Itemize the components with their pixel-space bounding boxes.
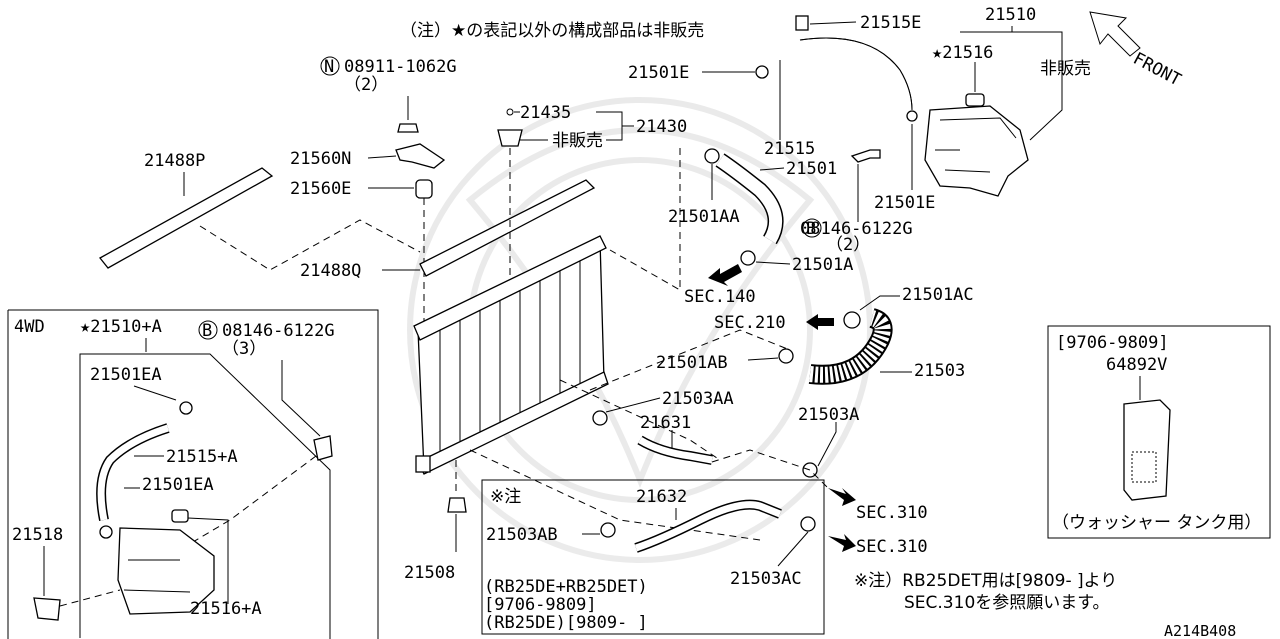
label-08911-qty: （2） xyxy=(344,75,388,95)
label-21501EA-1: 21501EA xyxy=(90,365,162,385)
label-21435: 21435 xyxy=(520,103,571,123)
washer-period: [9706-9809] xyxy=(1056,333,1169,353)
cap-21516A xyxy=(171,509,189,523)
sec310-arrow-a-icon xyxy=(828,488,856,506)
label-21501AC: 21501AC xyxy=(902,285,974,305)
clamp-21503AB xyxy=(600,522,616,538)
seal-21488Q xyxy=(419,179,596,277)
label-21631: 21631 xyxy=(640,413,691,433)
label-sec310-a: SEC.310 xyxy=(856,503,928,523)
mount-21560E xyxy=(415,179,433,199)
note-box xyxy=(481,479,825,635)
front-label: FRONT xyxy=(1130,49,1185,91)
label-21501: 21501 xyxy=(786,159,837,179)
label-21488Q: 21488Q xyxy=(300,261,361,281)
seal-21488P xyxy=(99,167,274,269)
label-08911: 08911-1062G xyxy=(344,57,457,77)
label-08146-top-qty: （2） xyxy=(826,235,870,255)
bolt-08146-top xyxy=(850,149,881,163)
header-note: （注）★の表記以外の構成部品は非販売 xyxy=(400,21,704,41)
clamp-21501AC xyxy=(843,311,861,329)
label-sec310-b: SEC.310 xyxy=(856,537,928,557)
radiator-core xyxy=(413,235,609,475)
note-line-3: (RB25DE)[9809- ] xyxy=(484,613,648,633)
sec210-arrow-icon xyxy=(806,314,834,330)
label-08146-4wd: 08146-6122G xyxy=(222,321,335,341)
note-line-1: (RB25DE+RB25DET) xyxy=(484,577,648,597)
sec140-arrow-icon xyxy=(708,264,742,286)
clamp-21501EA-2 xyxy=(99,525,113,539)
clamp-21501EA-1 xyxy=(179,401,193,415)
label-21515: 21515 xyxy=(764,139,815,159)
overflow-hose xyxy=(799,37,913,111)
label-21503: 21503 xyxy=(914,361,965,381)
clamp-21501E-top xyxy=(755,65,769,79)
label-21560E: 21560E xyxy=(290,179,351,199)
diagram-code: A214B408 xyxy=(1164,622,1236,639)
label-sec140: SEC.140 xyxy=(684,287,756,307)
drain-cock-21508 xyxy=(447,497,467,513)
clip-21515E xyxy=(795,15,809,31)
label-sec210: SEC.210 xyxy=(714,313,786,333)
label-21508: 21508 xyxy=(404,563,455,583)
footnote-line-1: ※注）RB25DET用は[9809- ]より xyxy=(854,571,1117,591)
label-21560N: 21560N xyxy=(290,149,351,169)
bolt-08146-4wd xyxy=(313,435,333,461)
clamp-21501AB xyxy=(778,348,794,364)
wd4-inner-frame xyxy=(79,353,331,639)
radiator-cap xyxy=(497,129,523,147)
label-21503AC: 21503AC xyxy=(730,569,802,589)
label-21632: 21632 xyxy=(636,487,687,507)
label-21503AA: 21503AA xyxy=(662,389,734,409)
label-21430: 21430 xyxy=(636,117,687,137)
front-arrow-icon: FRONT xyxy=(1089,11,1185,91)
label-08146-top: 08146-6122G xyxy=(800,219,913,239)
b-mark-top: B xyxy=(806,219,816,239)
label-08146-4wd-qty: （3） xyxy=(222,339,266,359)
label-21501EA-2: 21501EA xyxy=(142,475,214,495)
label-21510A: ★21510+A xyxy=(80,317,162,337)
washer-box xyxy=(1047,325,1271,539)
clamp-21501A xyxy=(740,250,756,266)
label-21515E: 21515E xyxy=(860,13,921,33)
clamp-21501E-bottom xyxy=(906,110,918,122)
bracket-21560N xyxy=(395,143,446,169)
wd4-title: 4WD xyxy=(14,317,45,337)
label-not-sold-cap: 非販売 xyxy=(552,131,603,151)
note-line-2: [9706-9809] xyxy=(484,595,597,615)
wd4-frame xyxy=(8,309,379,639)
label-64892V: 64892V xyxy=(1106,355,1167,375)
footnote-line-2: SEC.310を参照願います。 xyxy=(904,593,1110,613)
label-21516: ★21516 xyxy=(932,43,993,63)
n-mark: N xyxy=(324,57,334,77)
label-21518: 21518 xyxy=(12,525,63,545)
washer-tank-pad xyxy=(1123,399,1171,501)
label-21501A: 21501A xyxy=(792,255,853,275)
reserve-tank xyxy=(924,105,1029,197)
clamp-21503AC xyxy=(800,516,816,532)
label-21503AB: 21503AB xyxy=(486,525,558,545)
note-mark: ※注 xyxy=(490,487,521,507)
reserve-tank-cap xyxy=(965,93,985,107)
nut-08911 xyxy=(397,123,419,133)
label-not-sold-tank: 非販売 xyxy=(1040,59,1091,79)
label-21503A: 21503A xyxy=(798,405,859,425)
label-21501E-bottom: 21501E xyxy=(874,193,935,213)
reserve-tank-4wd xyxy=(117,527,215,615)
label-21501AA: 21501AA xyxy=(668,207,740,227)
label-21488P: 21488P xyxy=(144,151,205,171)
label-21516A: 21516+A xyxy=(190,599,262,619)
clamp-21501AA xyxy=(704,148,720,164)
label-21501E-top: 21501E xyxy=(628,63,689,83)
washer-caption: （ウォッシャー タンク用） xyxy=(1052,513,1261,533)
sec310-arrow-b-icon xyxy=(828,534,856,552)
label-21515A: 21515+A xyxy=(166,447,238,467)
label-21501AB: 21501AB xyxy=(656,353,728,373)
bracket-21518 xyxy=(33,597,61,621)
clamp-21503AA xyxy=(592,410,608,426)
b-mark-4wd: B xyxy=(202,321,212,341)
label-21510: 21510 xyxy=(985,5,1036,25)
